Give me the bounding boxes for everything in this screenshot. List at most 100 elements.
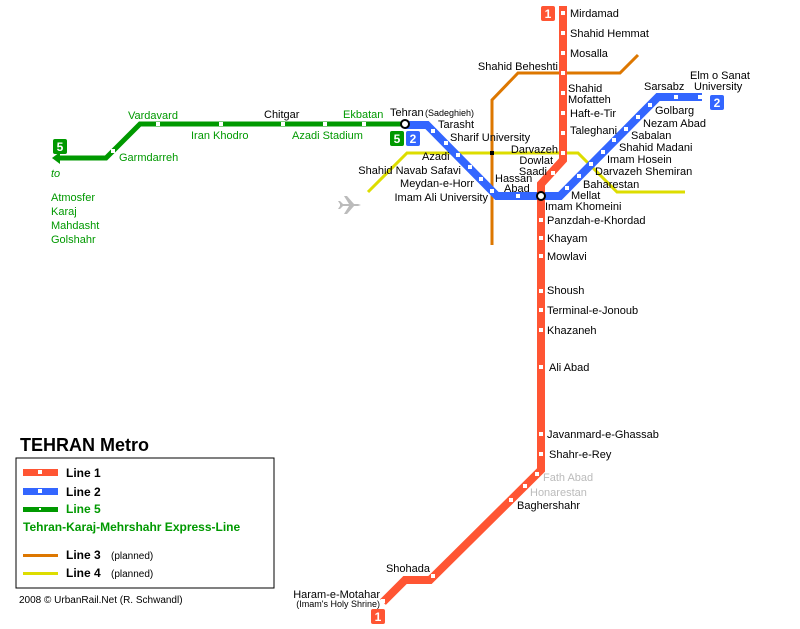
station-label[interactable]: Javanmard-e-Ghassab xyxy=(547,429,659,441)
station-label[interactable]: Darvazeh xyxy=(511,144,558,156)
station-label[interactable]: Shahid Navab Safavi xyxy=(358,165,461,177)
station-label[interactable]: Abad xyxy=(504,183,530,195)
station-stop[interactable] xyxy=(479,177,483,181)
station-label[interactable]: (Imam's Holy Shrine) xyxy=(296,599,380,609)
station-stop[interactable] xyxy=(539,432,543,436)
station-label[interactable]: Golshahr xyxy=(51,234,96,246)
station-label[interactable]: Darvazeh Shemiran xyxy=(595,166,692,178)
station-label[interactable]: Azadi xyxy=(422,151,450,163)
station-label[interactable]: Hassan xyxy=(495,173,532,185)
station-stop[interactable] xyxy=(636,115,640,119)
station-stop[interactable] xyxy=(561,91,565,95)
station-label[interactable]: Shohada xyxy=(386,563,431,575)
station-stop[interactable] xyxy=(561,71,565,75)
station-stop[interactable] xyxy=(624,127,628,131)
station-label[interactable]: Meydan-e-Horr xyxy=(400,178,474,190)
station-label[interactable]: Imam Khomeini xyxy=(545,201,621,213)
station-stop[interactable] xyxy=(539,236,543,240)
station-label[interactable]: Tarasht xyxy=(438,119,474,131)
station-label[interactable]: Karaj xyxy=(51,206,77,218)
station-label[interactable]: Khazaneh xyxy=(547,325,597,337)
station-label[interactable]: Golbarg xyxy=(655,105,694,117)
station-stop[interactable] xyxy=(539,308,543,312)
station-stop[interactable] xyxy=(539,452,543,456)
station-stop[interactable] xyxy=(539,254,543,258)
station-label[interactable]: Nezam Abad xyxy=(643,118,706,130)
station-label[interactable]: Baharestan xyxy=(583,179,639,191)
station-label[interactable]: Iran Khodro xyxy=(191,130,248,142)
station-stop[interactable] xyxy=(539,218,543,222)
station-stop[interactable] xyxy=(589,162,593,166)
station-label[interactable]: Azadi Stadium xyxy=(292,130,363,142)
station-stop[interactable] xyxy=(431,129,435,133)
station-label[interactable]: Ekbatan xyxy=(343,109,383,121)
station-label[interactable]: (Sadeghieh) xyxy=(425,108,474,118)
station-label[interactable]: Mowlavi xyxy=(547,251,587,263)
station-label[interactable]: Atmosfer xyxy=(51,192,95,204)
station-stop[interactable] xyxy=(565,186,569,190)
station-stop[interactable] xyxy=(601,150,605,154)
station-label[interactable]: Mahdasht xyxy=(51,220,99,232)
station-label[interactable]: Chitgar xyxy=(264,109,300,121)
station-stop[interactable] xyxy=(156,122,160,126)
station-stop[interactable] xyxy=(431,574,435,578)
station-label[interactable]: to xyxy=(51,168,60,180)
interchange-imam-khomeini[interactable] xyxy=(536,191,546,201)
station-label[interactable]: Saadi xyxy=(519,166,547,178)
station-stop[interactable] xyxy=(561,151,565,155)
station-label[interactable]: Tehran xyxy=(390,107,424,119)
station-label[interactable]: Sabalan xyxy=(631,130,671,142)
station-stop[interactable] xyxy=(561,11,565,15)
station-label[interactable]: Imam Hosein xyxy=(607,154,672,166)
station-label[interactable]: Panzdah-e-Khordad xyxy=(547,215,645,227)
station-label[interactable]: Khayam xyxy=(547,233,587,245)
station-stop[interactable] xyxy=(456,153,460,157)
station-stop[interactable] xyxy=(516,194,520,198)
station-label[interactable]: Honarestan xyxy=(530,487,587,499)
station-label[interactable]: Baghershahr xyxy=(517,500,580,512)
station-label[interactable]: Shahid Beheshti xyxy=(478,61,558,73)
station-label[interactable]: Haft-e-Tir xyxy=(570,108,616,120)
station-stop[interactable] xyxy=(219,122,223,126)
station-stop[interactable] xyxy=(468,165,472,169)
station-stop[interactable] xyxy=(561,131,565,135)
station-label[interactable]: Shahid xyxy=(568,83,602,95)
station-label[interactable]: Imam Ali University xyxy=(394,192,488,204)
station-stop[interactable] xyxy=(612,138,616,142)
station-stop[interactable] xyxy=(561,111,565,115)
station-label[interactable]: Sarsabz xyxy=(644,81,684,93)
station-stop[interactable] xyxy=(674,95,678,99)
station-stop[interactable] xyxy=(444,141,448,145)
station-stop[interactable] xyxy=(577,174,581,178)
station-stop[interactable] xyxy=(281,122,285,126)
station-label[interactable]: Mosalla xyxy=(570,48,609,60)
station-label[interactable]: Mirdamad xyxy=(570,8,619,20)
station-stop[interactable] xyxy=(523,484,527,488)
station-label[interactable]: Garmdarreh xyxy=(119,152,178,164)
station-stop[interactable] xyxy=(362,122,366,126)
station-stop[interactable] xyxy=(539,328,543,332)
station-stop[interactable] xyxy=(648,103,652,107)
station-label[interactable]: Shahid Hemmat xyxy=(570,28,649,40)
station-stop[interactable] xyxy=(561,31,565,35)
station-stop[interactable] xyxy=(539,365,543,369)
station-label[interactable]: Terminal-e-Jonoub xyxy=(547,305,638,317)
station-label[interactable]: Mellat xyxy=(571,190,600,202)
station-stop[interactable] xyxy=(551,171,555,175)
station-label[interactable]: University xyxy=(694,81,743,93)
station-stop[interactable] xyxy=(490,189,494,193)
station-label[interactable]: Shoush xyxy=(547,285,584,297)
station-label[interactable]: Fath Abad xyxy=(543,472,593,484)
station-label[interactable]: Ali Abad xyxy=(549,362,589,374)
station-stop[interactable] xyxy=(535,472,539,476)
station-label[interactable]: Taleghani xyxy=(570,125,617,137)
station-label[interactable]: Dowlat xyxy=(519,155,553,167)
station-stop[interactable] xyxy=(539,289,543,293)
station-stop[interactable] xyxy=(323,122,327,126)
station-stop[interactable] xyxy=(509,498,513,502)
station-stop[interactable] xyxy=(561,51,565,55)
station-label[interactable]: Shahr-e-Rey xyxy=(549,449,612,461)
station-stop[interactable] xyxy=(698,95,702,99)
station-label[interactable]: Shahid Madani xyxy=(619,142,692,154)
interchange-tehran-sadeghieh[interactable] xyxy=(400,119,410,129)
